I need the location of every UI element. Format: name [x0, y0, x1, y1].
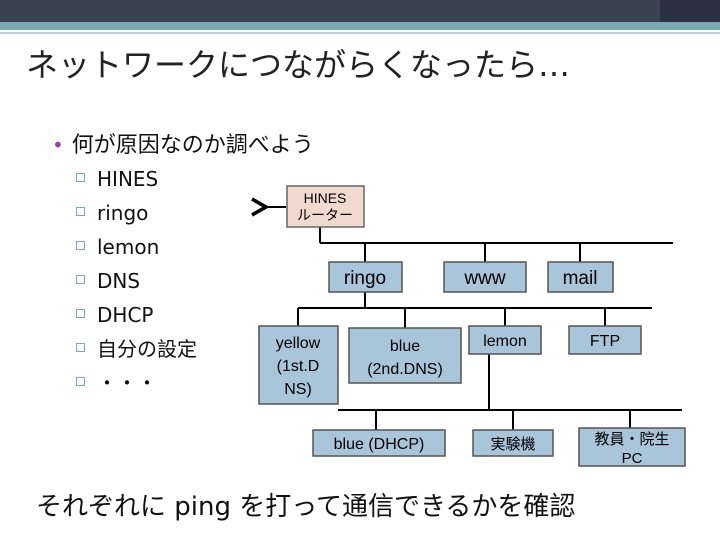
header-accent-bar [0, 22, 720, 30]
sub-bullet-list: HINES ringo lemon DNS DHCP 自分の設定 ・・・ [76, 164, 197, 402]
square-bullet-icon [76, 275, 85, 284]
square-bullet-icon [76, 309, 85, 318]
sub-item-ringo: ringo [76, 198, 197, 232]
sub-item-own-settings: 自分の設定 [76, 334, 197, 368]
blue-dns-label-2: (2nd.DNS) [367, 361, 443, 378]
lemon-label: lemon [483, 333, 527, 350]
staff-pc-label-2: PC [622, 450, 643, 467]
header-bar-dark-end [660, 0, 720, 22]
yellow-label-2: (1st.D [277, 358, 320, 375]
jikkenki-label: 実験機 [490, 436, 535, 453]
main-bullet: • 何が原因なのか調べよう [52, 127, 314, 159]
ringo-label: ringo [344, 268, 386, 289]
blue-dhcp-box [312, 429, 446, 457]
blue-dhcp-label: blue (DHCP) [334, 436, 425, 453]
yellow-label-3: NS) [284, 381, 312, 398]
router-box [286, 185, 365, 228]
square-bullet-icon [76, 377, 85, 386]
staff-pc-box [578, 427, 686, 467]
network-wires [251, 197, 682, 430]
jikkenki-box [472, 429, 554, 457]
www-label: www [463, 268, 505, 289]
slide-title: ネットワークにつながらくなったら… [26, 46, 571, 84]
square-bullet-icon [76, 241, 85, 250]
main-bullet-text: 何が原因なのか調べよう [71, 133, 314, 158]
yellow-box [258, 325, 339, 405]
yellow-label-1: yellow [276, 335, 321, 352]
ftp-box [568, 325, 642, 355]
square-bullet-icon [76, 173, 85, 182]
header-bar [0, 0, 720, 22]
sub-item-hines: HINES [76, 164, 197, 198]
sub-item-lemon: lemon [76, 232, 197, 266]
bullet-dot-icon: • [52, 133, 64, 157]
mail-label: mail [563, 268, 598, 289]
header-accent-line [0, 32, 720, 34]
staff-pc-label-1: 教員・院生 [594, 430, 669, 448]
lemon-box [468, 325, 542, 355]
square-bullet-icon [76, 343, 85, 352]
www-box [443, 261, 527, 293]
mail-box [547, 261, 614, 293]
router-label-1: HINES [304, 190, 347, 206]
blue-dns-box [348, 327, 462, 384]
sub-item-dhcp: DHCP [76, 300, 197, 334]
ftp-label: FTP [590, 333, 620, 350]
sub-item-etc: ・・・ [76, 368, 197, 402]
router-label-2: ルーター [297, 207, 353, 223]
ringo-box [328, 261, 403, 293]
square-bullet-icon [76, 207, 85, 216]
footer-note: それぞれに ping を打って通信できるかを確認 [36, 492, 576, 522]
blue-dns-label-1: blue [390, 338, 420, 355]
sub-item-dns: DNS [76, 266, 197, 300]
